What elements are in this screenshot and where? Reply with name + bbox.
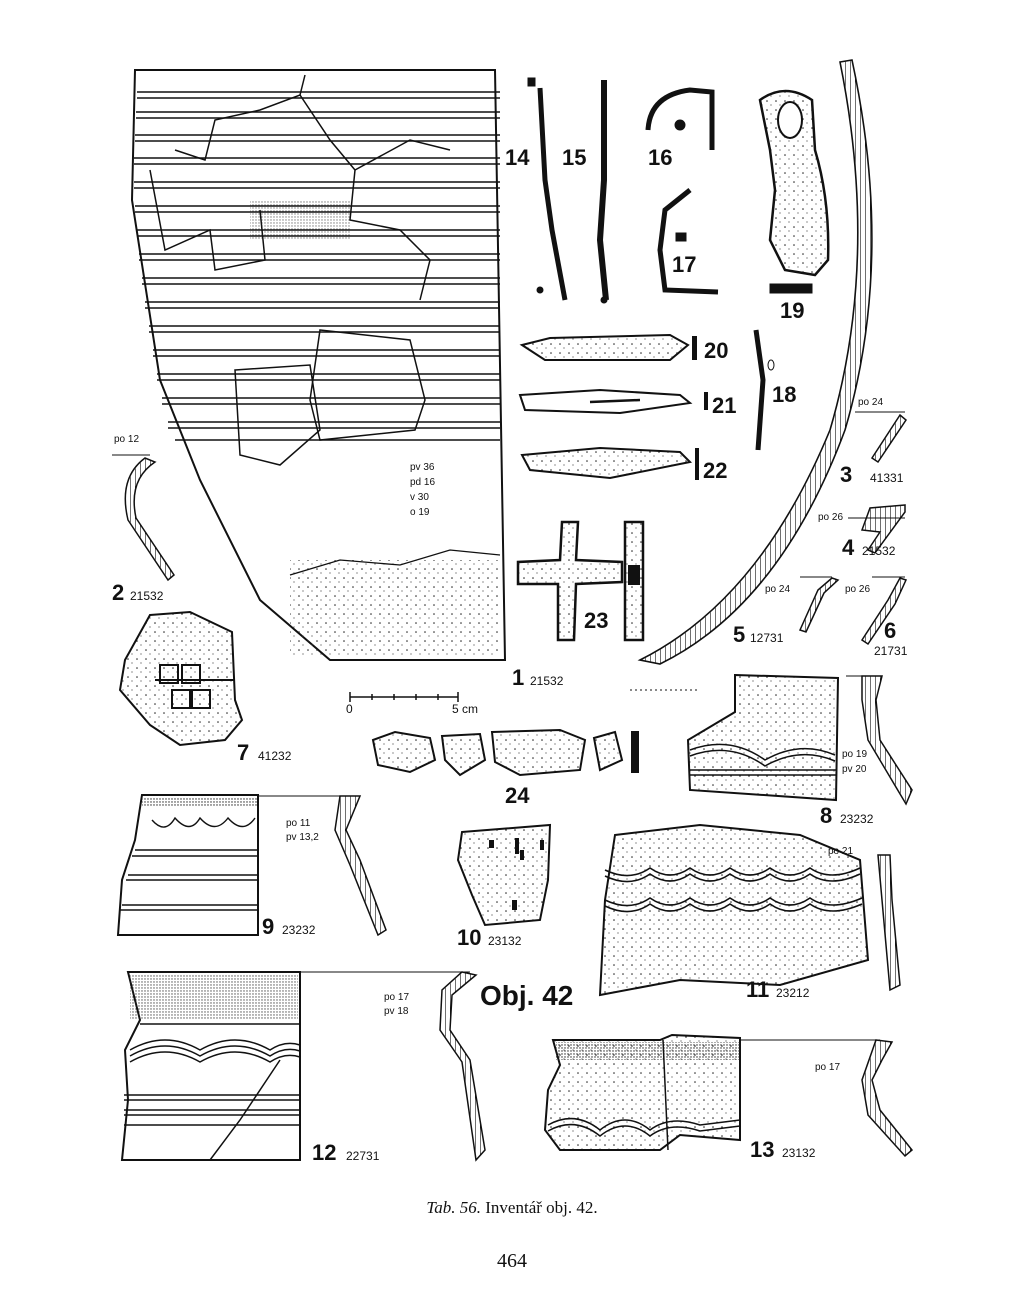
label-10: 10 (457, 925, 481, 950)
label-4: 4 (842, 535, 855, 560)
profile-3 (855, 411, 907, 464)
fragments-24 (371, 728, 639, 777)
profile-8-note-pv: pv 20 (842, 764, 867, 775)
profile-3-note: po 24 (858, 397, 883, 408)
label-18: 18 (772, 382, 796, 407)
sherd-7 (118, 610, 244, 747)
measure-pv: pv 36 (410, 462, 435, 473)
profile-4 (848, 504, 906, 554)
iron-object-15 (596, 80, 609, 304)
profile-9-note-po: po 11 (286, 818, 311, 829)
caption-text: Inventář obj. 42. (485, 1198, 598, 1217)
code-11: 23212 (776, 986, 810, 1000)
label-19: 19 (780, 298, 804, 323)
label-15: 15 (562, 145, 586, 170)
profile-6-note: po 26 (845, 584, 870, 595)
vessel-12 (120, 971, 486, 1162)
object-title: Obj. 42 (480, 980, 573, 1011)
label-21: 21 (712, 393, 736, 418)
page-number: 464 (497, 1250, 527, 1272)
iron-object-16 (645, 87, 715, 150)
code-6: 21731 (874, 644, 908, 658)
code-13: 23132 (782, 1146, 816, 1160)
code-4: 21532 (862, 544, 896, 558)
vessel-9 (116, 794, 387, 937)
profile-6 (860, 576, 908, 646)
profile-2 (112, 454, 175, 582)
iron-object-19 (758, 89, 830, 294)
iron-object-14 (527, 77, 568, 301)
label-1: 1 (512, 665, 524, 690)
sherd-10 (456, 823, 552, 927)
label-8: 8 (820, 803, 832, 828)
whetstone-22 (520, 446, 699, 480)
label-23: 23 (584, 608, 608, 633)
cross-object-23 (516, 520, 645, 642)
profile-8-note-po: po 19 (842, 749, 867, 760)
label-9: 9 (262, 914, 274, 939)
code-5: 12731 (750, 631, 784, 645)
profile-13-note: po 17 (815, 1062, 840, 1073)
label-12: 12 (312, 1140, 336, 1165)
measure-o: o 19 (410, 507, 430, 518)
label-14: 14 (505, 145, 530, 170)
profile-12-note-pv: pv 18 (384, 1006, 409, 1017)
scale-five-cm: 5 cm (452, 702, 478, 716)
label-3: 3 (840, 462, 852, 487)
profile-4-note: po 26 (818, 512, 843, 523)
vessel-1-drawing (130, 69, 507, 661)
iron-object-17 (657, 188, 719, 295)
code-10: 23132 (488, 934, 522, 948)
profile-5-note: po 24 (765, 584, 790, 595)
profile-5 (798, 576, 840, 633)
label-13: 13 (750, 1137, 774, 1162)
label-7: 7 (237, 740, 249, 765)
profile-9-note-pv: pv 13,2 (286, 832, 319, 843)
sherd-8 (686, 673, 913, 806)
awl-18 (753, 329, 775, 451)
code-7: 41232 (258, 749, 292, 763)
label-5: 5 (733, 622, 745, 647)
caption-tab: Tab. 56. (426, 1198, 482, 1217)
profile-2-note: po 12 (114, 434, 139, 445)
code-2: 21532 (130, 589, 164, 603)
code-9: 23232 (282, 923, 316, 937)
code-8: 23232 (840, 812, 874, 826)
label-22: 22 (703, 458, 727, 483)
code-3: 41331 (870, 471, 904, 485)
vessel-1-profile (630, 59, 873, 691)
scale-zero: 0 (346, 702, 353, 716)
vessel-13 (543, 1033, 914, 1158)
scale-bar (349, 692, 459, 702)
measure-pd: pd 16 (410, 477, 435, 488)
label-16: 16 (648, 145, 672, 170)
label-24: 24 (505, 783, 530, 808)
figure-caption: Tab. 56. Inventář obj. 42. (0, 1198, 1024, 1218)
whetstone-20 (519, 333, 697, 361)
profile-12-note-po: po 17 (384, 992, 409, 1003)
label-11: 11 (746, 977, 769, 1002)
label-20: 20 (704, 338, 728, 363)
sherd-11 (598, 823, 901, 997)
profile-11-note: po 21 (828, 846, 853, 857)
code-1: 21532 (530, 674, 564, 688)
knife-21 (518, 388, 708, 415)
label-6: 6 (884, 618, 896, 643)
code-12: 22731 (346, 1149, 380, 1163)
label-2: 2 (112, 580, 124, 605)
measure-v: v 30 (410, 492, 429, 503)
label-17: 17 (672, 252, 696, 277)
